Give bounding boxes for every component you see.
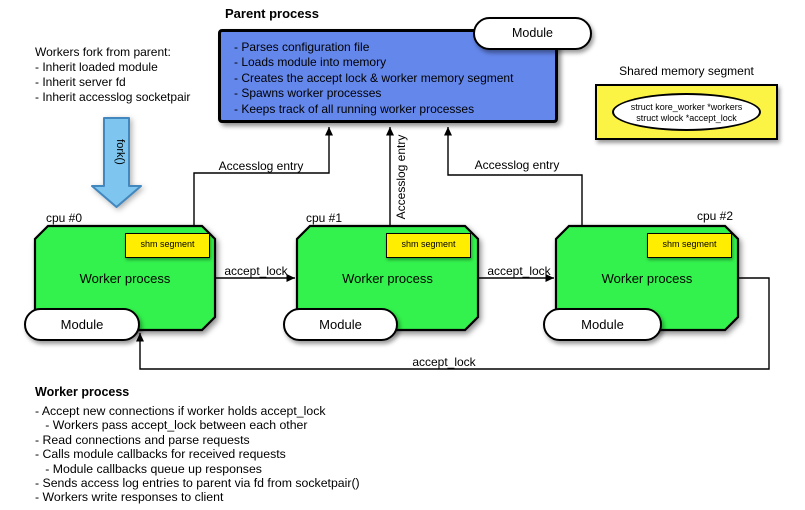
cpu-label-0: cpu #0 bbox=[46, 211, 83, 225]
shm-segment-0: shm segment bbox=[125, 233, 210, 258]
parent-bullet: - Creates the accept lock & worker memor… bbox=[234, 70, 514, 85]
parent-bullet: - Loads module into memory bbox=[234, 55, 387, 70]
parent-module-pill: Module bbox=[473, 17, 592, 50]
worker-note-bullet: - Workers write responses to client bbox=[35, 490, 224, 505]
worker-module-pill-1: Module bbox=[283, 308, 398, 341]
shared-memory-box: struct kore_worker *workers struct wlock… bbox=[595, 84, 778, 140]
accept-lock-label-1-2: accept_lock bbox=[487, 264, 551, 278]
parent-bullet: - Parses configuration file bbox=[234, 40, 370, 54]
fork-arrow-shape bbox=[91, 117, 142, 208]
edge-accesslog-right bbox=[444, 127, 583, 226]
accesslog-entry-label-middle: Accesslog entry bbox=[394, 134, 408, 220]
accesslog-entry-label-left: Accesslog entry bbox=[218, 159, 304, 173]
accept-lock-label-0-1: accept_lock bbox=[224, 264, 288, 278]
worker-note-bullet: - Workers pass accept_lock between each … bbox=[35, 418, 308, 433]
worker-title-0: Worker process bbox=[79, 271, 171, 286]
worker-module-pill-2: Module bbox=[543, 308, 662, 341]
parent-bullet: - Spawns worker processes bbox=[234, 86, 382, 101]
cpu-label-2: cpu #2 bbox=[697, 209, 734, 223]
worker-module-pill-0: Module bbox=[24, 308, 140, 341]
edge-accept-lock-loop bbox=[136, 277, 770, 370]
worker-title-2: Worker process bbox=[601, 271, 693, 286]
fork-arrow-label: fork() bbox=[114, 139, 126, 165]
worker-note-bullet: - Calls module callbacks for received re… bbox=[35, 447, 286, 462]
shm-segment-2: shm segment bbox=[647, 233, 732, 258]
accept-lock-label-loop: accept_lock bbox=[412, 355, 476, 369]
worker-note-bullet: - Accept new connections if worker holds… bbox=[35, 404, 326, 418]
shared-memory-structs-ellipse: struct kore_worker *workers struct wlock… bbox=[612, 93, 761, 131]
fork-note-bullet: - Inherit accesslog socketpair bbox=[35, 90, 191, 104]
worker-note-bullet: - Module callbacks queue up responses bbox=[35, 461, 262, 476]
worker-note-bullet: - Read connections and parse requests bbox=[35, 432, 250, 447]
worker-title-1: Worker process bbox=[342, 271, 433, 286]
worker-notes-title: Worker process bbox=[35, 385, 130, 399]
fork-note-title: Workers fork from parent: bbox=[35, 45, 171, 59]
worker-notes-list: - Accept new connections if worker holds… bbox=[35, 404, 360, 505]
shared-memory-struct-line: struct wlock *accept_lock bbox=[636, 113, 737, 123]
shared-memory-title: Shared memory segment bbox=[619, 64, 754, 78]
fork-note-bullet: - Inherit server fd bbox=[35, 75, 126, 89]
shared-memory-struct-line: struct kore_worker *workers bbox=[630, 102, 743, 112]
parent-process-title: Parent process bbox=[225, 6, 319, 21]
accesslog-entry-label-right: Accesslog entry bbox=[474, 158, 560, 172]
edge-accesslog-left bbox=[193, 127, 333, 226]
parent-bullet: - Keeps track of all running worker proc… bbox=[234, 101, 475, 116]
fork-note: Workers fork from parent: - Inherit load… bbox=[35, 45, 190, 105]
fork-note-bullet: - Inherit loaded module bbox=[35, 60, 158, 74]
worker-note-bullet: - Sends access log entries to parent via… bbox=[35, 476, 360, 491]
shm-segment-1: shm segment bbox=[386, 233, 471, 258]
cpu-label-1: cpu #1 bbox=[306, 211, 343, 225]
